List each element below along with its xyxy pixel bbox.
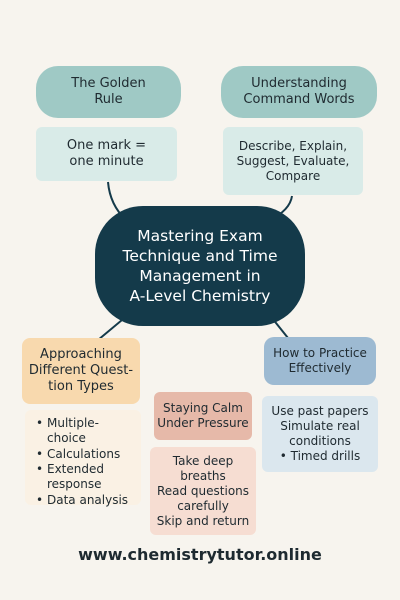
golden-rule-detail: One mark = one minute — [36, 127, 177, 181]
question-type-item: Calculations — [36, 447, 133, 463]
staying-calm-title: Staying Calm Under Pressure — [154, 392, 252, 440]
question-types-title: Approaching Different Quest- tion Types — [22, 338, 140, 404]
central-topic: Mastering Exam Technique and Time Manage… — [95, 206, 305, 326]
golden-rule-title: The Golden Rule — [36, 66, 181, 118]
practice-detail: Use past papers Simulate real conditions… — [262, 396, 378, 472]
question-type-item: Data analysis — [36, 493, 133, 509]
practice-title: How to Practice Effectively — [264, 337, 376, 385]
question-types-list: Multiple-choice Calculations Extended re… — [25, 410, 141, 509]
question-type-item: Extended response — [36, 462, 133, 493]
footer-url: www.chemistrytutor.online — [78, 545, 322, 564]
staying-calm-detail: Take deep breaths Read questions careful… — [150, 447, 256, 535]
command-words-detail: Describe, Explain, Suggest, Evaluate, Co… — [223, 127, 363, 195]
command-words-title: Understanding Command Words — [221, 66, 377, 118]
question-type-item: Multiple-choice — [36, 416, 133, 447]
